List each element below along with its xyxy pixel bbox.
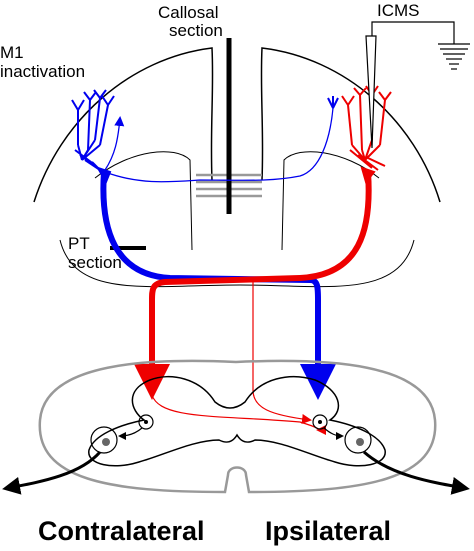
left-interneuron xyxy=(138,414,154,430)
spinal-cord xyxy=(38,359,437,494)
blue-neurons xyxy=(71,89,339,185)
m1-label-line2: inactivation xyxy=(0,62,85,81)
spinal-gray-matter xyxy=(88,375,386,467)
right-motoneuron xyxy=(344,426,372,454)
ipsilateral-label: Ipsilateral xyxy=(265,516,391,546)
right-hemisphere-outline xyxy=(260,47,441,203)
left-motor-output xyxy=(2,451,102,495)
left-motoneuron xyxy=(90,426,118,454)
brain-outline xyxy=(33,47,441,203)
callosal-label-line2: section xyxy=(169,21,223,40)
m1-label-line1: M1 xyxy=(0,43,24,62)
icms-label: ICMS xyxy=(377,1,420,20)
icms-electrode xyxy=(365,21,470,149)
pt-label-line2: section xyxy=(68,253,122,272)
callosal-label-line1: Callosal xyxy=(158,3,218,22)
left-hemisphere-outline xyxy=(33,47,214,203)
red-thin-ipsilateral xyxy=(252,282,312,424)
right-interneuron xyxy=(312,414,328,430)
spinal-cord-outer xyxy=(38,359,437,494)
red-thin-crossing xyxy=(151,394,327,435)
red-descending-pathway xyxy=(134,171,372,400)
pt-label-line1: PT xyxy=(68,234,90,253)
blue-descending-pathway xyxy=(100,171,336,400)
right-motor-output xyxy=(363,450,470,495)
red-neurons xyxy=(341,85,392,185)
contralateral-label: Contralateral xyxy=(38,516,205,546)
